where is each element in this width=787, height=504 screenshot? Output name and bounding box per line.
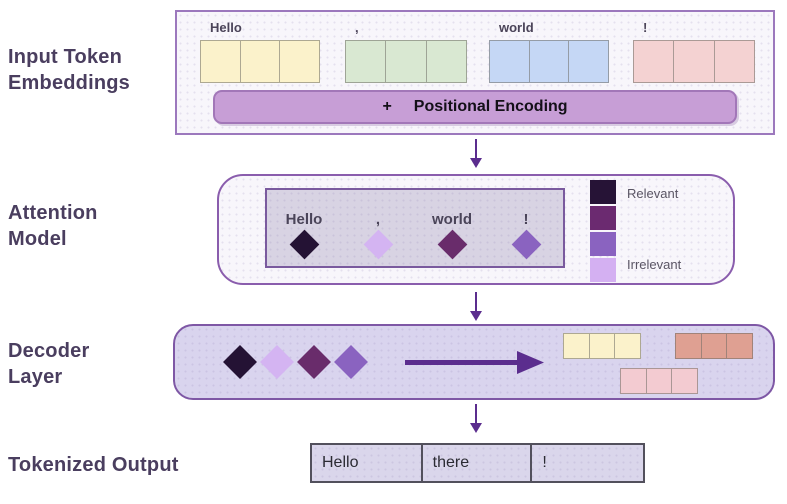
decoder-output-vector [620,368,699,394]
heading-attention-model: Attention Model [8,200,98,252]
token-label: world [499,20,534,35]
legend-swatch [590,232,616,256]
tokenized-output-table: Hello there ! [310,443,645,483]
token-label: , [355,20,359,35]
positional-encoding-bar: + Positional Encoding [213,90,737,124]
input-token-comma: , [345,20,467,83]
token-label: world [432,211,472,228]
token-label: ! [523,211,529,228]
decoder-output-vector [675,333,754,359]
legend-label-relevant: Relevant [627,186,679,201]
embedding-cell [239,40,281,83]
heading-tokenized-output: Tokenized Output [8,454,179,476]
heading-line: Decoder [8,340,90,362]
attention-token-comma: , [348,211,408,260]
output-cell: there [423,445,533,481]
heading-line: Embeddings [8,72,131,94]
positional-encoding-label: Positional Encoding [413,98,568,115]
attention-diamond [511,229,541,260]
decoder-diamonds-row [223,345,368,379]
decode-arrow-right-icon [405,349,545,376]
attention-token-exclaim: ! [496,211,556,260]
plus-sign: + [382,98,392,115]
embedding-cell [528,40,570,83]
embedding-cell [425,40,467,83]
embedding-vector [675,333,754,359]
legend-swatch [590,206,616,230]
heading-line: Attention [8,202,98,224]
embedding-cell [489,40,530,83]
attention-tokens-box: Hello , world ! [265,188,565,268]
flow-arrow-down-icon [469,139,483,169]
decoder-diamond [297,345,331,379]
input-token-world: world [489,20,610,83]
embedding-vector [345,40,467,83]
embedding-vector [620,368,699,394]
attention-token-world: world [422,211,482,260]
embedding-cell [345,40,387,83]
token-label: ! [643,20,648,35]
embedding-cell [713,40,755,83]
flow-arrow-down-icon [469,292,483,322]
heading-decoder-layer: Decoder Layer [8,338,89,390]
heading-line: Input Token [8,46,123,68]
embedding-vector [633,40,755,83]
relevance-legend [590,180,616,282]
decoder-output-vector [563,333,642,359]
heading-line: Layer [8,366,63,388]
embedding-cell [614,333,642,359]
attention-token-hello: Hello [274,211,334,260]
attention-diamond [437,229,467,260]
decoder-diamond [223,345,257,379]
embedding-cell [588,333,616,359]
token-label: Hello [210,20,242,35]
embedding-cell [700,333,728,359]
embedding-vector [489,40,610,83]
embedding-cell [726,333,754,359]
decoder-diamond [334,345,368,379]
output-cell: ! [542,454,547,471]
embedding-cell [563,333,590,359]
attention-diamond [289,229,319,260]
decoder-diamond [260,345,294,379]
embedding-cell [633,40,675,83]
embedding-vector [200,40,321,83]
input-token-hello: Hello [200,20,321,83]
legend-swatch [590,258,616,282]
flow-arrow-down-icon [469,404,483,434]
embedding-cell [671,368,699,394]
embedding-cell [673,40,715,83]
heading-line: Model [8,228,67,250]
embedding-cell [385,40,427,83]
legend-swatch [590,180,616,204]
attention-diamond [363,229,393,260]
token-label: Hello [285,211,323,228]
embedding-vector [563,333,642,359]
input-token-exclaim: ! [633,20,755,83]
embedding-cell [568,40,610,83]
embedding-cell [620,368,647,394]
embedding-cell [279,40,321,83]
heading-input-token-embeddings: Input Token Embeddings [8,44,130,96]
embedding-cell [675,333,702,359]
token-label: , [375,211,381,228]
output-cell: Hello [312,445,423,481]
legend-label-irrelevant: Irrelevant [627,257,682,272]
embedding-cell [645,368,673,394]
embedding-cell [200,40,241,83]
